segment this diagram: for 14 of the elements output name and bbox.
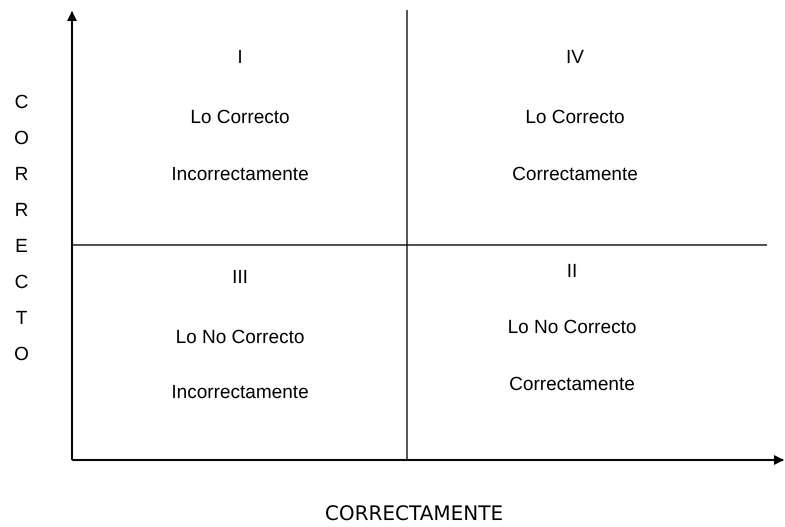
quadrant-number: IV — [566, 47, 584, 69]
quadrant-text: Incorrectamente — [171, 164, 309, 186]
quadrant-text: Lo Correcto — [190, 107, 290, 129]
quadrant-number: II — [566, 261, 578, 283]
quadrant-text: Lo No Correcto — [508, 317, 636, 339]
quadrant-text: Correctamente — [512, 164, 638, 186]
quadrant-number: I — [237, 47, 243, 69]
quadrant-text: Correctamente — [509, 374, 635, 396]
quadrant-text: Lo Correcto — [525, 107, 625, 129]
quadrant-text: Incorrectamente — [171, 382, 309, 404]
axis-title: CORRECTAMENTE — [324, 502, 504, 524]
axis-title: CORRECTO — [10, 92, 32, 380]
quadrant-number: III — [232, 267, 248, 289]
quadrant-text: Lo No Correcto — [176, 327, 304, 349]
